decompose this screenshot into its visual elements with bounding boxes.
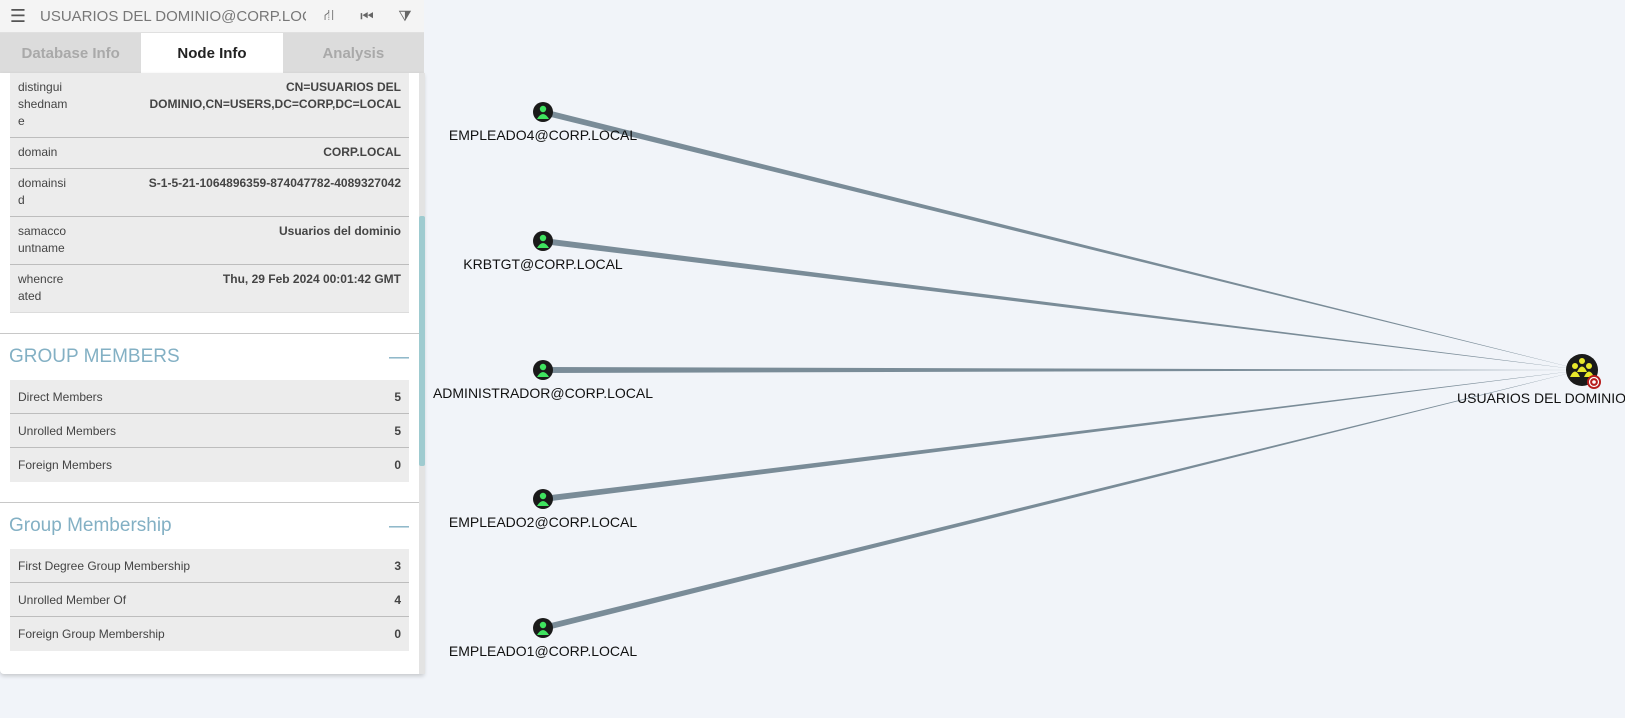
first-degree-membership-row[interactable]: First Degree Group Membership 3 [10, 549, 409, 583]
user-node-label: KRBTGT@CORP.LOCAL [463, 256, 623, 272]
member-of-edge[interactable] [543, 367, 1582, 373]
property-key: domain [18, 145, 58, 159]
user-node[interactable]: EMPLEADO2@CORP.LOCAL [449, 489, 637, 530]
search-bar: ☰ ⛙ ⏮ ⧩ [0, 0, 424, 33]
row-label: Direct Members [18, 389, 103, 404]
foreign-members-row[interactable]: Foreign Members 0 [10, 448, 409, 482]
row-label: Foreign Members [18, 458, 113, 472]
row-label: Unrolled Members [18, 423, 117, 438]
user-node[interactable]: ADMINISTRADOR@CORP.LOCAL [433, 360, 653, 401]
user-node-label: EMPLEADO2@CORP.LOCAL [449, 514, 637, 530]
pathfinding-icon[interactable]: ⛙ [323, 6, 335, 24]
user-node-label: EMPLEADO1@CORP.LOCAL [449, 643, 637, 659]
member-of-edge[interactable] [542, 370, 1582, 631]
collapse-icon[interactable]: — [389, 514, 409, 537]
member-of-edge[interactable] [542, 238, 1582, 370]
user-node[interactable]: KRBTGT@CORP.LOCAL [463, 231, 623, 272]
unrolled-members-row[interactable]: Unrolled Members 5 [10, 414, 409, 448]
tab-bar: Database Info Node Info Analysis [0, 33, 424, 73]
row-count: 5 [394, 423, 401, 438]
property-value: Thu, 29 Feb 2024 00:01:42 GMT [222, 272, 401, 286]
property-key: domainsid [18, 176, 67, 207]
user-icon [533, 489, 553, 509]
panel-scrollbar[interactable] [419, 73, 425, 674]
row-count: 5 [394, 389, 401, 404]
property-row: distinguishedname CN=USUARIOS DEL DOMINI… [10, 73, 409, 138]
row-label: Foreign Group Membership [18, 627, 165, 641]
node-info-panel: distinguishedname CN=USUARIOS DEL DOMINI… [0, 73, 425, 674]
row-label: Unrolled Member Of [18, 592, 127, 607]
property-value: S-1-5-21-1064896359-874047782-4089327042 [148, 176, 401, 190]
group-node[interactable]: USUARIOS DEL DOMINIO@ [1457, 354, 1625, 406]
property-value: CN=USUARIOS DEL DOMINIO,CN=USERS,DC=CORP… [149, 80, 401, 111]
property-key: samaccountname [18, 224, 67, 255]
section-divider [0, 333, 419, 334]
user-icon [533, 102, 553, 122]
section-divider [0, 502, 419, 503]
tab-database-info[interactable]: Database Info [0, 33, 142, 73]
unrolled-member-of-row[interactable]: Unrolled Member Of 4 [10, 583, 409, 617]
user-node[interactable]: EMPLEADO1@CORP.LOCAL [449, 618, 637, 659]
direct-members-row[interactable]: Direct Members 5 [10, 380, 409, 414]
back-icon[interactable]: ⏮ [360, 7, 374, 25]
row-count: 4 [394, 592, 401, 607]
group-members-header: GROUP MEMBERS — [0, 334, 419, 380]
scrollbar-thumb[interactable] [419, 216, 425, 466]
user-node-label: EMPLEADO4@CORP.LOCAL [449, 127, 637, 143]
panel-content: distinguishedname CN=USUARIOS DEL DOMINI… [0, 73, 419, 674]
target-icon [1587, 375, 1601, 389]
row-count: 0 [394, 627, 401, 641]
filter-icon[interactable]: ⧩ [398, 7, 412, 25]
member-of-edge[interactable] [542, 109, 1582, 370]
group-node-label: USUARIOS DEL DOMINIO@ [1457, 390, 1625, 406]
property-key: distinguishedname [18, 80, 68, 128]
tab-analysis[interactable]: Analysis [282, 33, 424, 73]
property-row: samaccountname Usuarios del dominio [10, 217, 409, 265]
foreign-group-membership-row[interactable]: Foreign Group Membership 0 [10, 617, 409, 651]
row-count: 0 [394, 458, 401, 472]
user-node[interactable]: EMPLEADO4@CORP.LOCAL [449, 102, 637, 143]
properties-table: distinguishedname CN=USUARIOS DEL DOMINI… [10, 73, 409, 313]
property-value: Usuarios del dominio [278, 224, 401, 238]
user-icon [533, 360, 553, 380]
property-key: whencreated [18, 272, 64, 303]
collapse-icon[interactable]: — [389, 345, 409, 368]
row-count: 3 [394, 558, 401, 573]
property-value: CORP.LOCAL [323, 145, 401, 159]
user-icon [533, 231, 553, 251]
user-node-label: ADMINISTRADOR@CORP.LOCAL [433, 385, 653, 401]
row-label: First Degree Group Membership [18, 558, 191, 573]
property-row: domainsid S-1-5-21-1064896359-874047782-… [10, 169, 409, 217]
user-icon [533, 618, 553, 638]
search-input[interactable] [36, 3, 310, 29]
group-members-list: Direct Members 5 Unrolled Members 5 Fore… [10, 380, 409, 482]
property-row: whencreated Thu, 29 Feb 2024 00:01:42 GM… [10, 265, 409, 312]
group-membership-title: Group Membership [9, 515, 172, 536]
tab-node-info[interactable]: Node Info [141, 33, 283, 73]
group-membership-list: First Degree Group Membership 3 Unrolled… [10, 549, 409, 651]
group-membership-header: Group Membership — [0, 503, 419, 549]
group-members-title: GROUP MEMBERS [9, 346, 180, 367]
property-row: domain CORP.LOCAL [10, 138, 409, 169]
menu-icon[interactable]: ☰ [9, 5, 27, 26]
member-of-edge[interactable] [542, 370, 1582, 502]
